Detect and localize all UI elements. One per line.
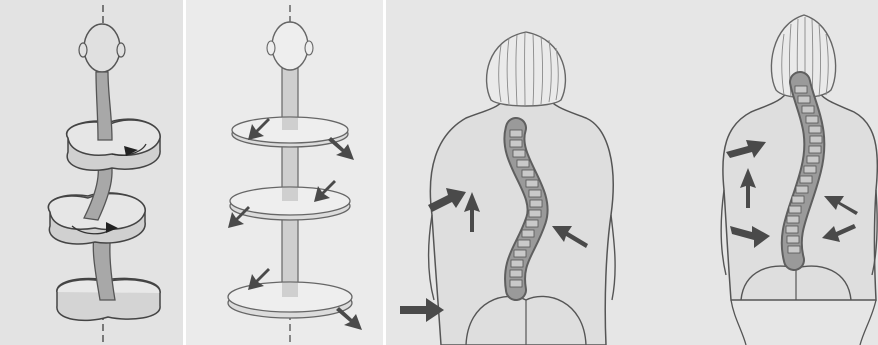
back-views-illustration (386, 0, 878, 345)
figure-left (400, 32, 615, 345)
trunk-upper (96, 72, 112, 140)
head (267, 22, 313, 70)
disc-middle (230, 187, 350, 220)
trunk (282, 68, 298, 298)
disc-top (232, 117, 348, 147)
disc-upper (67, 119, 160, 170)
straight-column-illustration (186, 0, 383, 345)
figure-right (721, 15, 877, 345)
head (79, 24, 125, 72)
panel-twisted-column (0, 0, 183, 345)
panel-straight-column (186, 0, 383, 345)
arrow-icon (336, 307, 362, 330)
twisted-column-illustration (0, 0, 183, 345)
disc-bottom (228, 282, 352, 318)
panel-back-views (386, 0, 878, 345)
